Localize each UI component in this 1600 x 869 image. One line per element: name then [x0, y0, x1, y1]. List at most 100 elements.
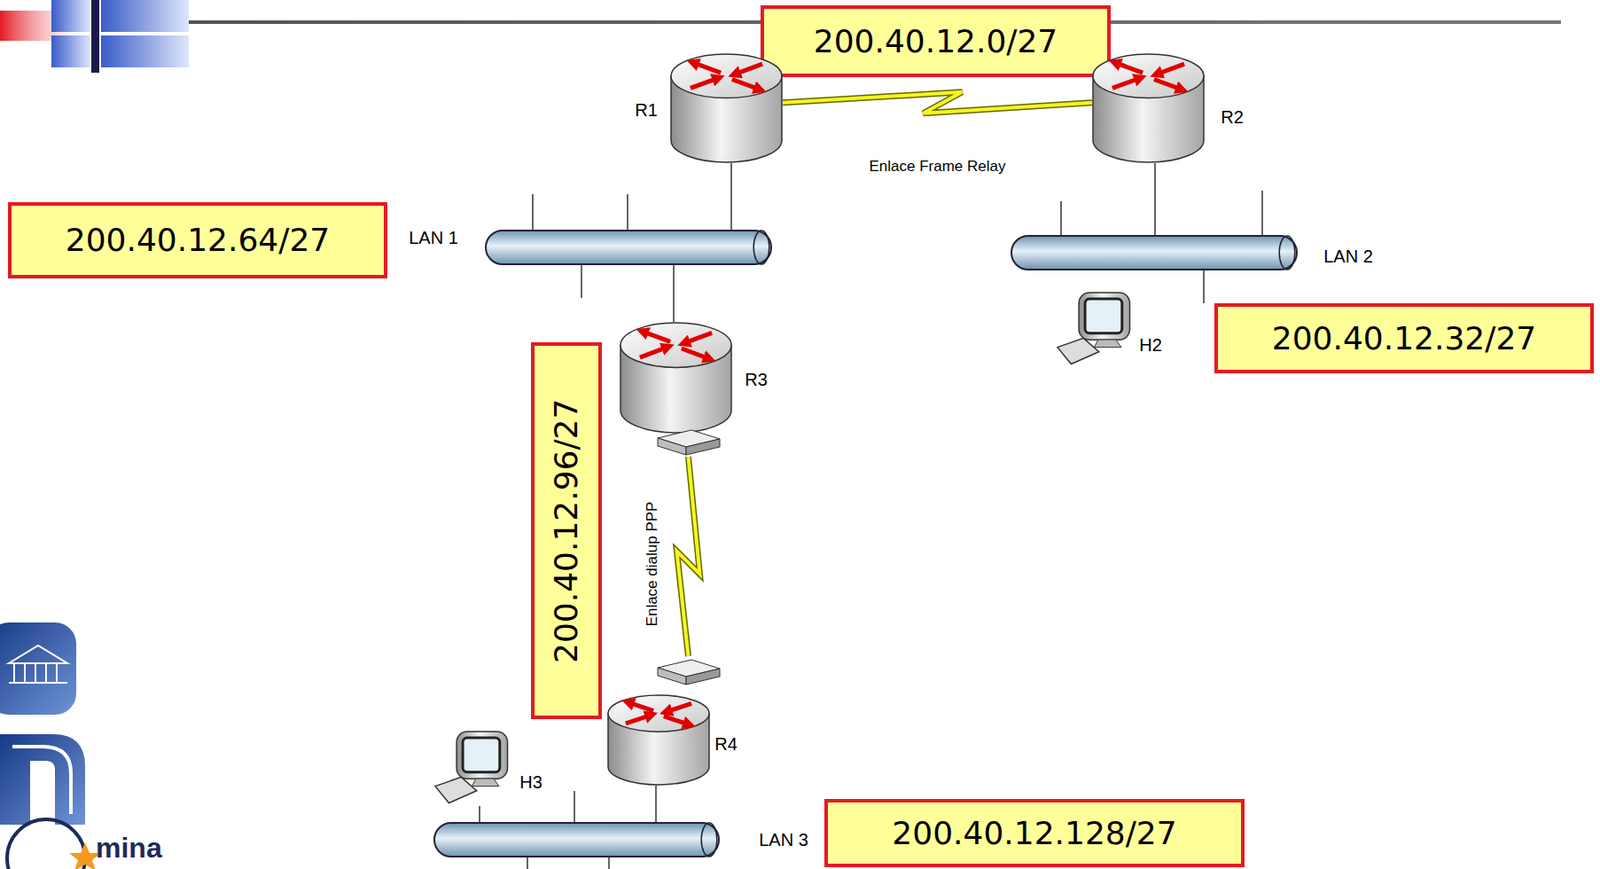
- lan-bus: LAN 3: [433, 821, 720, 858]
- lan-drop: [1154, 163, 1156, 235]
- host-node: H3: [433, 729, 511, 806]
- lan-bus: LAN 1: [484, 229, 773, 266]
- subnet-address: 200.40.12.32/27: [1272, 320, 1537, 357]
- keyboard: [435, 776, 477, 803]
- router-icon: [1092, 54, 1204, 163]
- router-top: [1092, 54, 1204, 99]
- university-logo: [0, 622, 77, 715]
- keyboard: [1057, 337, 1100, 364]
- host-node: H2: [1055, 290, 1133, 367]
- modem-side: [686, 668, 720, 685]
- router-arrow: [665, 702, 692, 712]
- group-logo: [7, 819, 102, 869]
- lan-cable: [485, 230, 772, 265]
- link-label: Enlace dialup PPP: [644, 499, 662, 628]
- monitor-screen: [1084, 298, 1123, 334]
- router-node: R1: [670, 53, 783, 164]
- router-icon: [671, 54, 782, 163]
- node-icon: [1010, 234, 1298, 271]
- modem-icon: [657, 659, 720, 685]
- router-arrow: [692, 62, 721, 73]
- router-arrow: [640, 346, 669, 358]
- router-arrow: [681, 348, 711, 360]
- router-top: [608, 694, 710, 732]
- lan-drop: [672, 265, 675, 322]
- institute-logo: [0, 733, 86, 825]
- lan-end: [701, 822, 718, 857]
- router-top: [620, 322, 732, 367]
- lan-name: LAN 1: [408, 227, 459, 248]
- university-logo: [0, 622, 77, 715]
- subnet-box: 200.40.12.64/27: [7, 202, 388, 279]
- monitor-stand: [1094, 339, 1122, 348]
- lan-drop: [478, 805, 481, 822]
- network-drop: [580, 265, 583, 298]
- lan-tube: [485, 230, 772, 265]
- network-drop: [531, 194, 534, 230]
- institute-logo: [12, 746, 71, 814]
- node-icon: [607, 655, 711, 786]
- subnet-address: 200.40.12.64/27: [65, 222, 330, 258]
- lan-end: [753, 230, 770, 265]
- router-node: R3: [619, 321, 733, 457]
- network-drop: [1202, 270, 1205, 304]
- monitor-screen: [462, 737, 500, 773]
- router-name: R3: [744, 369, 768, 390]
- router-icon: [608, 694, 710, 785]
- group-logo: [7, 819, 86, 869]
- router-name: R2: [1220, 107, 1244, 127]
- subnet-box: 200.40.12.96/27: [530, 342, 602, 719]
- lan-drop: [655, 785, 657, 822]
- network-drop: [527, 190, 1263, 869]
- router-node: R4: [607, 655, 711, 786]
- network-drop: [1060, 201, 1062, 235]
- router-name: R1: [634, 100, 658, 120]
- network-drop: [626, 194, 629, 230]
- university-logo: [8, 645, 68, 683]
- node-icon: [619, 321, 733, 457]
- institute-logo: [0, 733, 86, 825]
- lan-end: [1279, 235, 1296, 270]
- router-arrow: [690, 78, 719, 89]
- lan-tube: [1011, 235, 1297, 270]
- router-arrow: [663, 716, 690, 726]
- link-outline: [782, 92, 1093, 114]
- host-name: H2: [1139, 335, 1163, 355]
- lan-name: LAN 2: [1323, 246, 1374, 266]
- router-name: R4: [714, 733, 738, 754]
- node-icon: [1055, 290, 1133, 367]
- network-drop: [608, 857, 610, 869]
- link-label: Enlace Frame Relay: [866, 157, 1007, 175]
- modem-side: [686, 438, 720, 455]
- header-ornament: [91, 0, 100, 73]
- monitor-case: [456, 731, 508, 779]
- node-icon: [433, 729, 511, 806]
- router-arrow: [732, 79, 761, 91]
- network-drop: [526, 857, 529, 869]
- router-arrow: [1112, 78, 1141, 89]
- network-drop: [1261, 190, 1264, 235]
- host-icon: [1057, 292, 1131, 365]
- router-arrow: [733, 63, 763, 75]
- router-arrow: [683, 332, 712, 344]
- node-icon: [670, 53, 783, 164]
- wan-link: [676, 456, 700, 656]
- modem-front: [657, 667, 687, 685]
- lan-name: LAN 3: [758, 829, 809, 850]
- subnet-box: 200.40.12.32/27: [1214, 303, 1594, 374]
- subnet-box: 200.40.12.128/27: [824, 798, 1245, 867]
- monitor-stand: [472, 778, 500, 787]
- router-arrow: [1114, 62, 1143, 73]
- router-arrow: [625, 714, 652, 724]
- router-top: [671, 54, 782, 99]
- router-node: R2: [1092, 53, 1205, 164]
- modem-front: [657, 437, 687, 455]
- host-name: H3: [519, 772, 543, 792]
- subnet-address: 200.40.12.96/27: [548, 398, 585, 663]
- router-icon: [620, 322, 732, 433]
- subnet-address: 200.40.12.0/27: [813, 23, 1059, 60]
- router-arrow: [641, 331, 671, 343]
